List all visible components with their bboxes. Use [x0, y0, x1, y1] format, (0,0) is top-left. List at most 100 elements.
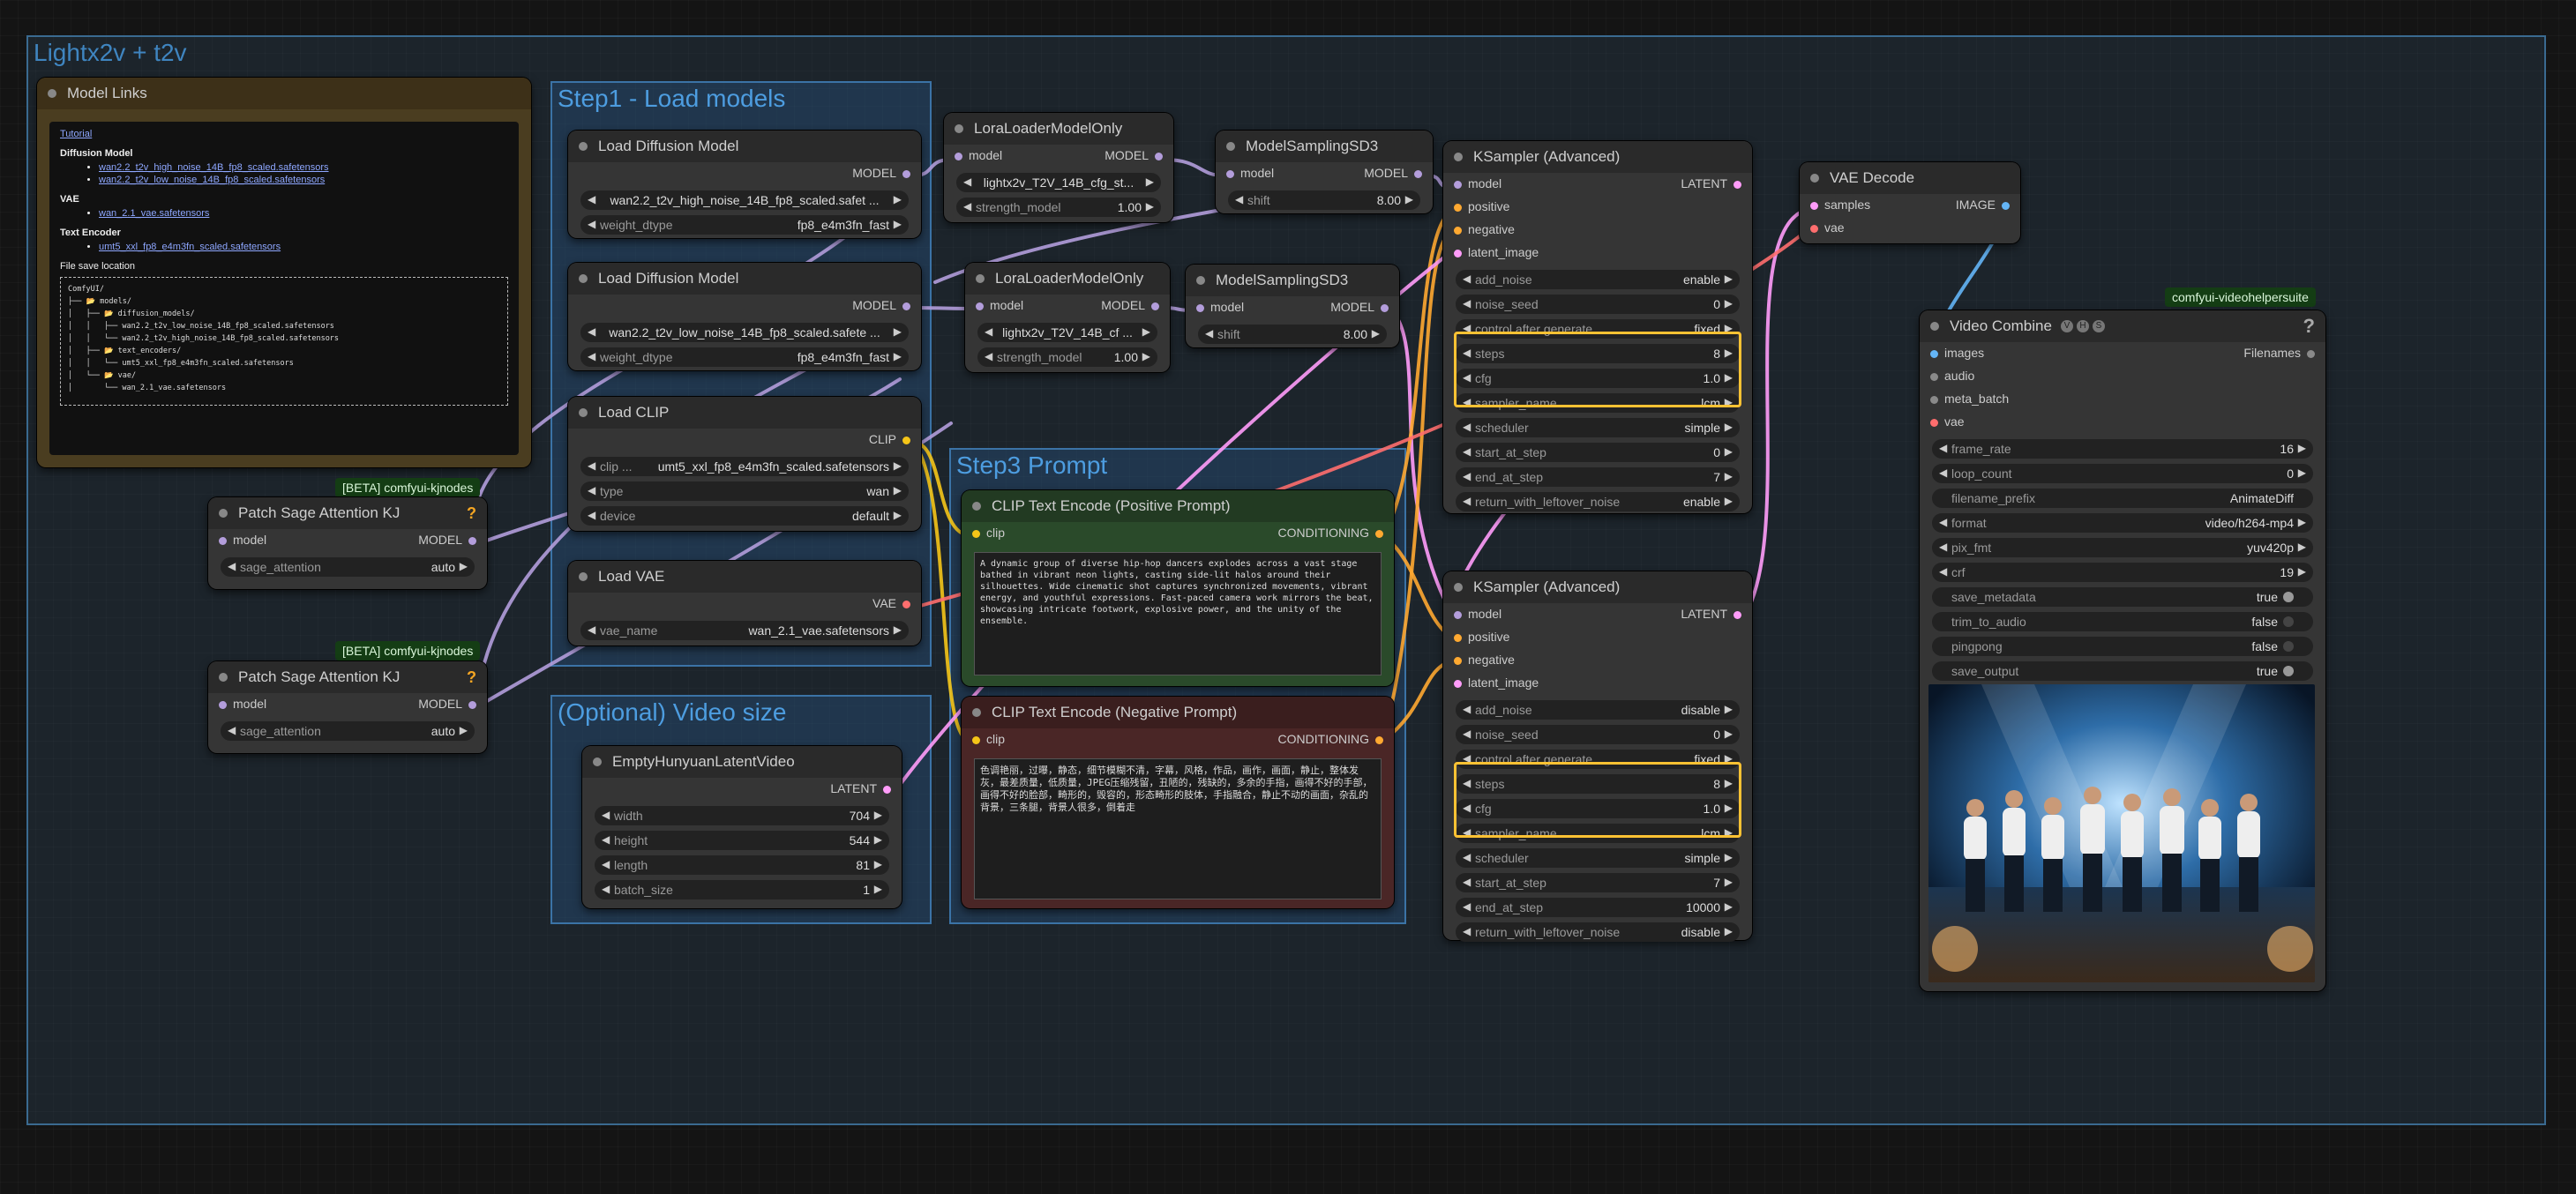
toggle-off-icon[interactable] [2283, 641, 2294, 652]
model-sampling-sd3-node[interactable]: ModelSamplingSD3 model MODEL ◀ shift 8.0… [1186, 265, 1399, 347]
input-model[interactable]: model [1453, 176, 1501, 190]
arrow-left-icon[interactable]: ◀ [1939, 442, 1948, 454]
collapse-dot[interactable] [1196, 276, 1205, 285]
arrow-right-icon[interactable]: ▶ [2297, 466, 2306, 479]
video-combine-node[interactable]: Video Combine V H S ? images Filenames a… [1920, 310, 2325, 991]
input-vae[interactable]: vae [1810, 220, 1845, 235]
help-icon[interactable]: ? [467, 504, 476, 522]
arrow-left-icon[interactable]: ◀ [1235, 193, 1244, 205]
help-icon[interactable]: ? [467, 668, 476, 686]
lora-name-combo[interactable]: ◀ lightx2v_T2V_14B_cf ... ▶ [977, 323, 1157, 342]
input-images[interactable]: images [1929, 346, 1984, 360]
arrow-right-icon[interactable]: ▶ [2297, 565, 2306, 578]
height-number[interactable]: ◀ height 544 ▶ [595, 831, 889, 850]
lora-loader-model-only-node[interactable]: LoraLoaderModelOnly model MODEL ◀ lightx… [944, 113, 1173, 222]
node-header[interactable]: LoraLoaderModelOnly [965, 263, 1170, 295]
arrow-right-icon[interactable]: ▶ [1724, 297, 1733, 310]
arrow-right-icon[interactable]: ▶ [873, 858, 882, 870]
collapse-dot[interactable] [1226, 142, 1235, 151]
sage-attention-combo[interactable]: ◀ sage_attention auto ▶ [221, 557, 475, 577]
arrow-left-icon[interactable]: ◀ [588, 509, 596, 521]
clip-text-encode-negative-node[interactable]: CLIP Text Encode (Negative Prompt) clip … [962, 697, 1394, 908]
arrow-left-icon[interactable]: ◀ [1463, 826, 1471, 839]
video-preview[interactable] [1928, 684, 2315, 982]
arrow-left-icon[interactable]: ◀ [1939, 565, 1948, 578]
collapse-dot[interactable] [219, 509, 228, 518]
arrow-right-icon[interactable]: ▶ [1724, 371, 1733, 384]
arrow-right-icon[interactable]: ▶ [1145, 200, 1154, 213]
arrow-left-icon[interactable]: ◀ [1463, 851, 1471, 863]
arrow-right-icon[interactable]: ▶ [1724, 445, 1733, 458]
node-header[interactable]: Patch Sage Attention KJ ? [208, 497, 487, 529]
arrow-right-icon[interactable]: ▶ [893, 459, 902, 472]
arrow-left-icon[interactable]: ◀ [588, 193, 596, 205]
group-title[interactable]: Step3 Prompt [956, 451, 1108, 479]
output-latent[interactable]: LATENT [1681, 607, 1741, 621]
arrow-left-icon[interactable]: ◀ [1463, 703, 1471, 715]
arrow-left-icon[interactable]: ◀ [1463, 297, 1471, 310]
model-sampling-sd3-node[interactable]: ModelSamplingSD3 model MODEL ◀ shift 8.0… [1216, 131, 1433, 213]
arrow-right-icon[interactable]: ▶ [1724, 728, 1733, 740]
width-number[interactable]: ◀ width 704 ▶ [595, 806, 889, 825]
node-header[interactable]: Load Diffusion Model [568, 131, 921, 162]
input-model[interactable]: model [1195, 300, 1244, 314]
empty-hunyuan-latent-video-node[interactable]: EmptyHunyuanLatentVideo LATENT ◀ width 7… [582, 746, 902, 908]
input-latent-image[interactable]: latent_image [1453, 245, 1539, 259]
node-header[interactable]: Model Links [37, 78, 531, 109]
input-vae[interactable]: vae [1930, 414, 1965, 429]
node-header[interactable]: ModelSamplingSD3 [1186, 265, 1399, 296]
arrow-right-icon[interactable]: ▶ [1724, 851, 1733, 863]
collapse-dot[interactable] [48, 89, 56, 98]
arrow-right-icon[interactable]: ▶ [1724, 876, 1733, 888]
sage-attention-combo[interactable]: ◀ sage_attention auto ▶ [221, 721, 475, 741]
arrow-left-icon[interactable]: ◀ [1939, 466, 1948, 479]
node-header[interactable]: KSampler (Advanced) [1443, 571, 1752, 603]
patch-sage-attention-node[interactable]: Patch Sage Attention KJ ? model MODEL ◀ … [208, 497, 487, 589]
arrow-left-icon[interactable]: ◀ [1463, 752, 1471, 765]
collapse-dot[interactable] [1930, 322, 1939, 331]
vae-link[interactable]: wan_2.1_vae.safetensors [99, 208, 210, 219]
collapse-dot[interactable] [976, 274, 985, 283]
arrow-right-icon[interactable]: ▶ [1724, 826, 1733, 839]
clip-text-encode-positive-node[interactable]: CLIP Text Encode (Positive Prompt) clip … [962, 490, 1394, 686]
arrow-left-icon[interactable]: ◀ [1463, 445, 1471, 458]
ksampler-advanced-node[interactable]: KSampler (Advanced) model LATENT positiv… [1443, 141, 1752, 513]
arrow-right-icon[interactable]: ▶ [873, 833, 882, 846]
arrow-left-icon[interactable]: ◀ [602, 858, 610, 870]
arrow-left-icon[interactable]: ◀ [985, 325, 993, 338]
input-latent-image[interactable]: latent_image [1453, 675, 1539, 690]
output-filenames[interactable]: Filenames [2243, 346, 2315, 360]
collapse-dot[interactable] [955, 124, 963, 133]
collapse-dot[interactable] [972, 502, 981, 511]
toggle-on-icon[interactable] [2283, 592, 2294, 602]
arrow-right-icon[interactable]: ▶ [873, 883, 882, 895]
arrow-left-icon[interactable]: ◀ [1463, 728, 1471, 740]
arrow-right-icon[interactable]: ▶ [1724, 802, 1733, 814]
load-vae-node[interactable]: Load VAE VAE ◀ vae_name wan_2.1_vae.safe… [568, 561, 921, 646]
collapse-dot[interactable] [1454, 583, 1463, 592]
arrow-right-icon[interactable]: ▶ [1724, 396, 1733, 408]
collapse-dot[interactable] [219, 673, 228, 682]
collapse-dot[interactable] [579, 408, 588, 417]
node-header[interactable]: KSampler (Advanced) [1443, 141, 1752, 173]
collapse-dot[interactable] [1810, 174, 1819, 183]
shift-number[interactable]: ◀ shift 8.00 ▶ [1228, 190, 1420, 210]
arrow-right-icon[interactable]: ▶ [459, 560, 468, 572]
arrow-left-icon[interactable]: ◀ [588, 484, 596, 496]
load-diffusion-model-node[interactable]: Load Diffusion Model MODEL ◀ wan2.2_t2v_… [568, 131, 921, 238]
output-model[interactable]: MODEL [1330, 300, 1389, 314]
node-header[interactable]: Load CLIP [568, 397, 921, 429]
arrow-right-icon[interactable]: ▶ [1724, 900, 1733, 913]
